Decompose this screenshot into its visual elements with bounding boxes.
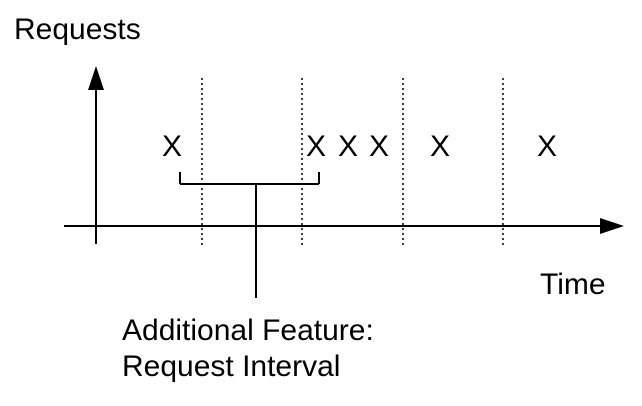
request-marker: X <box>430 130 451 163</box>
request-marker: X <box>338 130 359 163</box>
annotation-line-1: Additional Feature: <box>122 314 374 347</box>
request-marker: X <box>162 130 183 163</box>
y-axis-label: Requests <box>14 13 141 46</box>
y-axis-arrowhead <box>88 66 104 90</box>
request-marker: X <box>369 130 390 163</box>
request-marker: X <box>537 130 558 163</box>
annotation-line-2: Request Interval <box>122 350 341 383</box>
x-axis-label: Time <box>540 268 606 301</box>
request-marker: X <box>306 130 327 163</box>
x-axis-arrowhead <box>600 218 624 234</box>
